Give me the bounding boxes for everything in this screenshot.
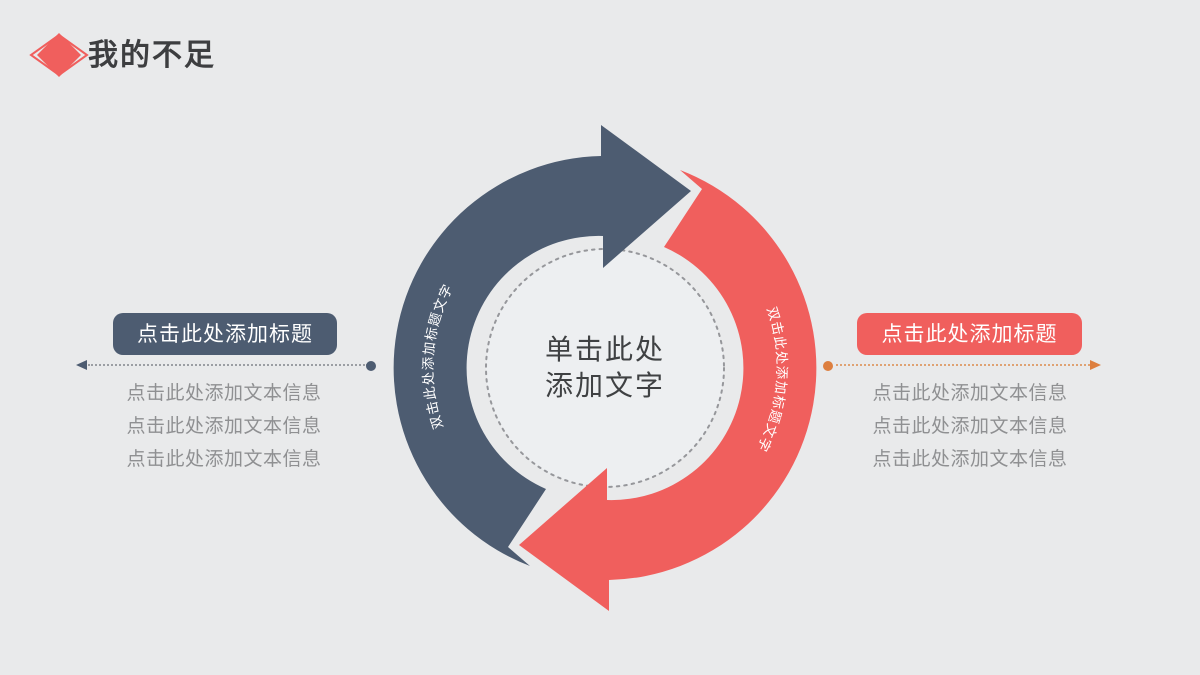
dark-cycle-arrow	[393, 125, 691, 566]
left-dotted-connector	[88, 364, 368, 366]
left-connector-dot-icon	[366, 361, 376, 371]
right-text-line: 点击此处添加文本信息	[872, 449, 1068, 470]
left-arrowhead-icon	[76, 360, 87, 370]
left-text-line: 点击此处添加文本信息	[126, 416, 322, 437]
right-text-line: 点击此处添加文本信息	[872, 383, 1068, 404]
left-text-block: 点击此处添加文本信息 点击此处添加文本信息 点击此处添加文本信息	[99, 377, 349, 476]
right-connector-dot-icon	[823, 361, 833, 371]
red-cycle-arrow	[519, 170, 817, 611]
page-title: 我的不足	[88, 39, 216, 72]
diamond-icon	[29, 33, 89, 77]
center-placeholder-line1: 单击此处	[545, 334, 665, 365]
right-arrowhead-icon	[1090, 360, 1101, 370]
center-circle	[485, 248, 725, 488]
right-text-block: 点击此处添加文本信息 点击此处添加文本信息 点击此处添加文本信息	[845, 377, 1095, 476]
left-text-line: 点击此处添加文本信息	[126, 383, 322, 404]
left-text-line: 点击此处添加文本信息	[126, 449, 322, 470]
cycle-diagram: 双击此处添加标题文字 双击此处添加标题文字 单击此处 添加文字	[393, 125, 817, 611]
left-title-box: 点击此处添加标题	[113, 313, 337, 355]
right-text-line: 点击此处添加文本信息	[872, 416, 1068, 437]
right-dotted-connector	[836, 364, 1090, 366]
center-placeholder-line2: 添加文字	[545, 370, 665, 401]
right-title-box: 点击此处添加标题	[857, 313, 1082, 355]
